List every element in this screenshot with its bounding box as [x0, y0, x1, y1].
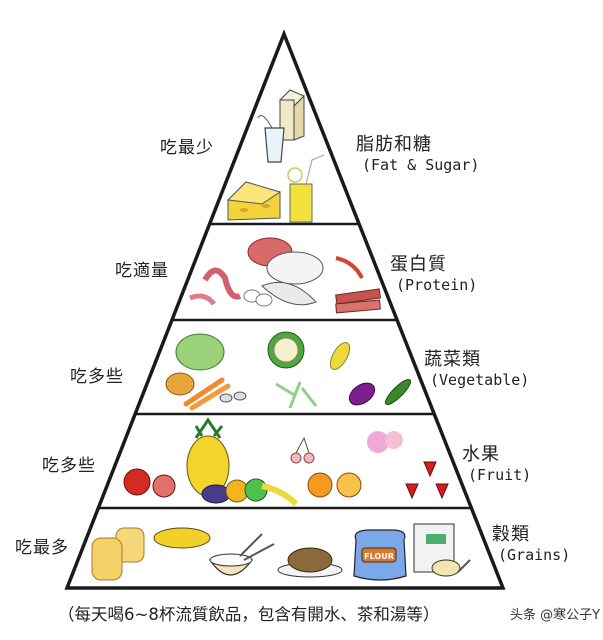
pyramid-outline: [64, 29, 506, 590]
glass-of-milk-icon: [257, 115, 285, 163]
sausage-icon: [202, 267, 242, 300]
strawberries-icon: [405, 461, 449, 500]
portion-label-vegetable: 吃多些: [70, 367, 124, 387]
category-name-en: (Protein): [396, 276, 478, 294]
cauliflower-icon: [267, 331, 305, 369]
category-name-zh: 脂肪和糖: [356, 134, 432, 155]
tier-grain-foods: FLOUR: [91, 523, 471, 581]
eggs-icon: [243, 289, 273, 307]
category-label-fat-sugar: 脂肪和糖 (Fat & Sugar): [356, 130, 479, 174]
category-label-protein: 蛋白質 (Protein): [390, 250, 477, 294]
portion-label-fruit: 吃多些: [42, 456, 96, 476]
banana-icon: [261, 483, 299, 507]
category-label-fruit: 水果 (Fruit): [462, 440, 531, 484]
flour-bag-icon: FLOUR: [353, 529, 407, 581]
eggplant-icon: [348, 382, 376, 406]
bacon-icon: [335, 288, 382, 314]
flour-label: FLOUR: [364, 552, 394, 561]
category-name-zh: 蛋白質: [390, 254, 447, 275]
tier-vegetable-foods: [165, 331, 412, 411]
portion-label-fat-sugar: 吃最少: [160, 138, 214, 158]
tomato-slice-icon: [152, 474, 176, 498]
orange-whole-icon: [307, 472, 333, 498]
pastry-icon: [153, 527, 211, 549]
bread-icon: [91, 527, 145, 581]
category-name-en: (Grains): [498, 546, 571, 564]
cabbage-icon: [175, 333, 225, 371]
category-name-en: (Fat & Sugar): [362, 156, 480, 174]
cheese-icon: [226, 181, 282, 221]
portion-label-grains: 吃最多: [15, 538, 69, 558]
noodles-icon: [277, 547, 343, 578]
orange-half-icon: [336, 472, 362, 498]
pineapple-icon: [186, 417, 230, 497]
grapes-icon: [201, 484, 231, 504]
tier-protein-foods: [189, 237, 382, 314]
shrimp-icon: [335, 256, 364, 279]
fish-icon: [261, 281, 317, 306]
tier-fat-sugar-foods: [226, 89, 325, 223]
footnote: （每天喝6~8杯流質飲品，包含有開水、茶和湯等）: [58, 605, 440, 624]
rice-bowl-icon: [208, 533, 275, 576]
category-label-grains: 穀類 (Grains): [492, 520, 570, 564]
peach-icon: [367, 431, 403, 453]
tomato-icon: [123, 468, 151, 496]
green-beans-icon: [275, 381, 318, 409]
tier-fruit-foods: [123, 417, 449, 507]
mushrooms-icon: [219, 391, 247, 403]
carrots-icon: [183, 377, 231, 411]
category-name-en: (Fruit): [468, 466, 532, 484]
corn-icon: [329, 342, 351, 370]
portion-label-protein: 吃適量: [115, 261, 169, 281]
potato-icon: [165, 372, 195, 396]
category-name-zh: 蔬菜類: [424, 349, 481, 370]
cereal-icon: [413, 523, 471, 577]
cucumber-icon: [384, 378, 412, 406]
category-name-zh: 穀類: [492, 524, 530, 545]
chicken-icon: [266, 251, 324, 285]
watermark: 头条 @寒公子Y: [510, 608, 601, 623]
cherries-icon: [290, 436, 315, 464]
apple-icon: [244, 478, 268, 502]
category-name-zh: 水果: [462, 444, 500, 465]
category-name-en: (Vegetable): [430, 371, 530, 389]
category-label-vegetable: 蔬菜類 (Vegetable): [424, 345, 529, 389]
juice-glass-icon: [287, 154, 325, 223]
